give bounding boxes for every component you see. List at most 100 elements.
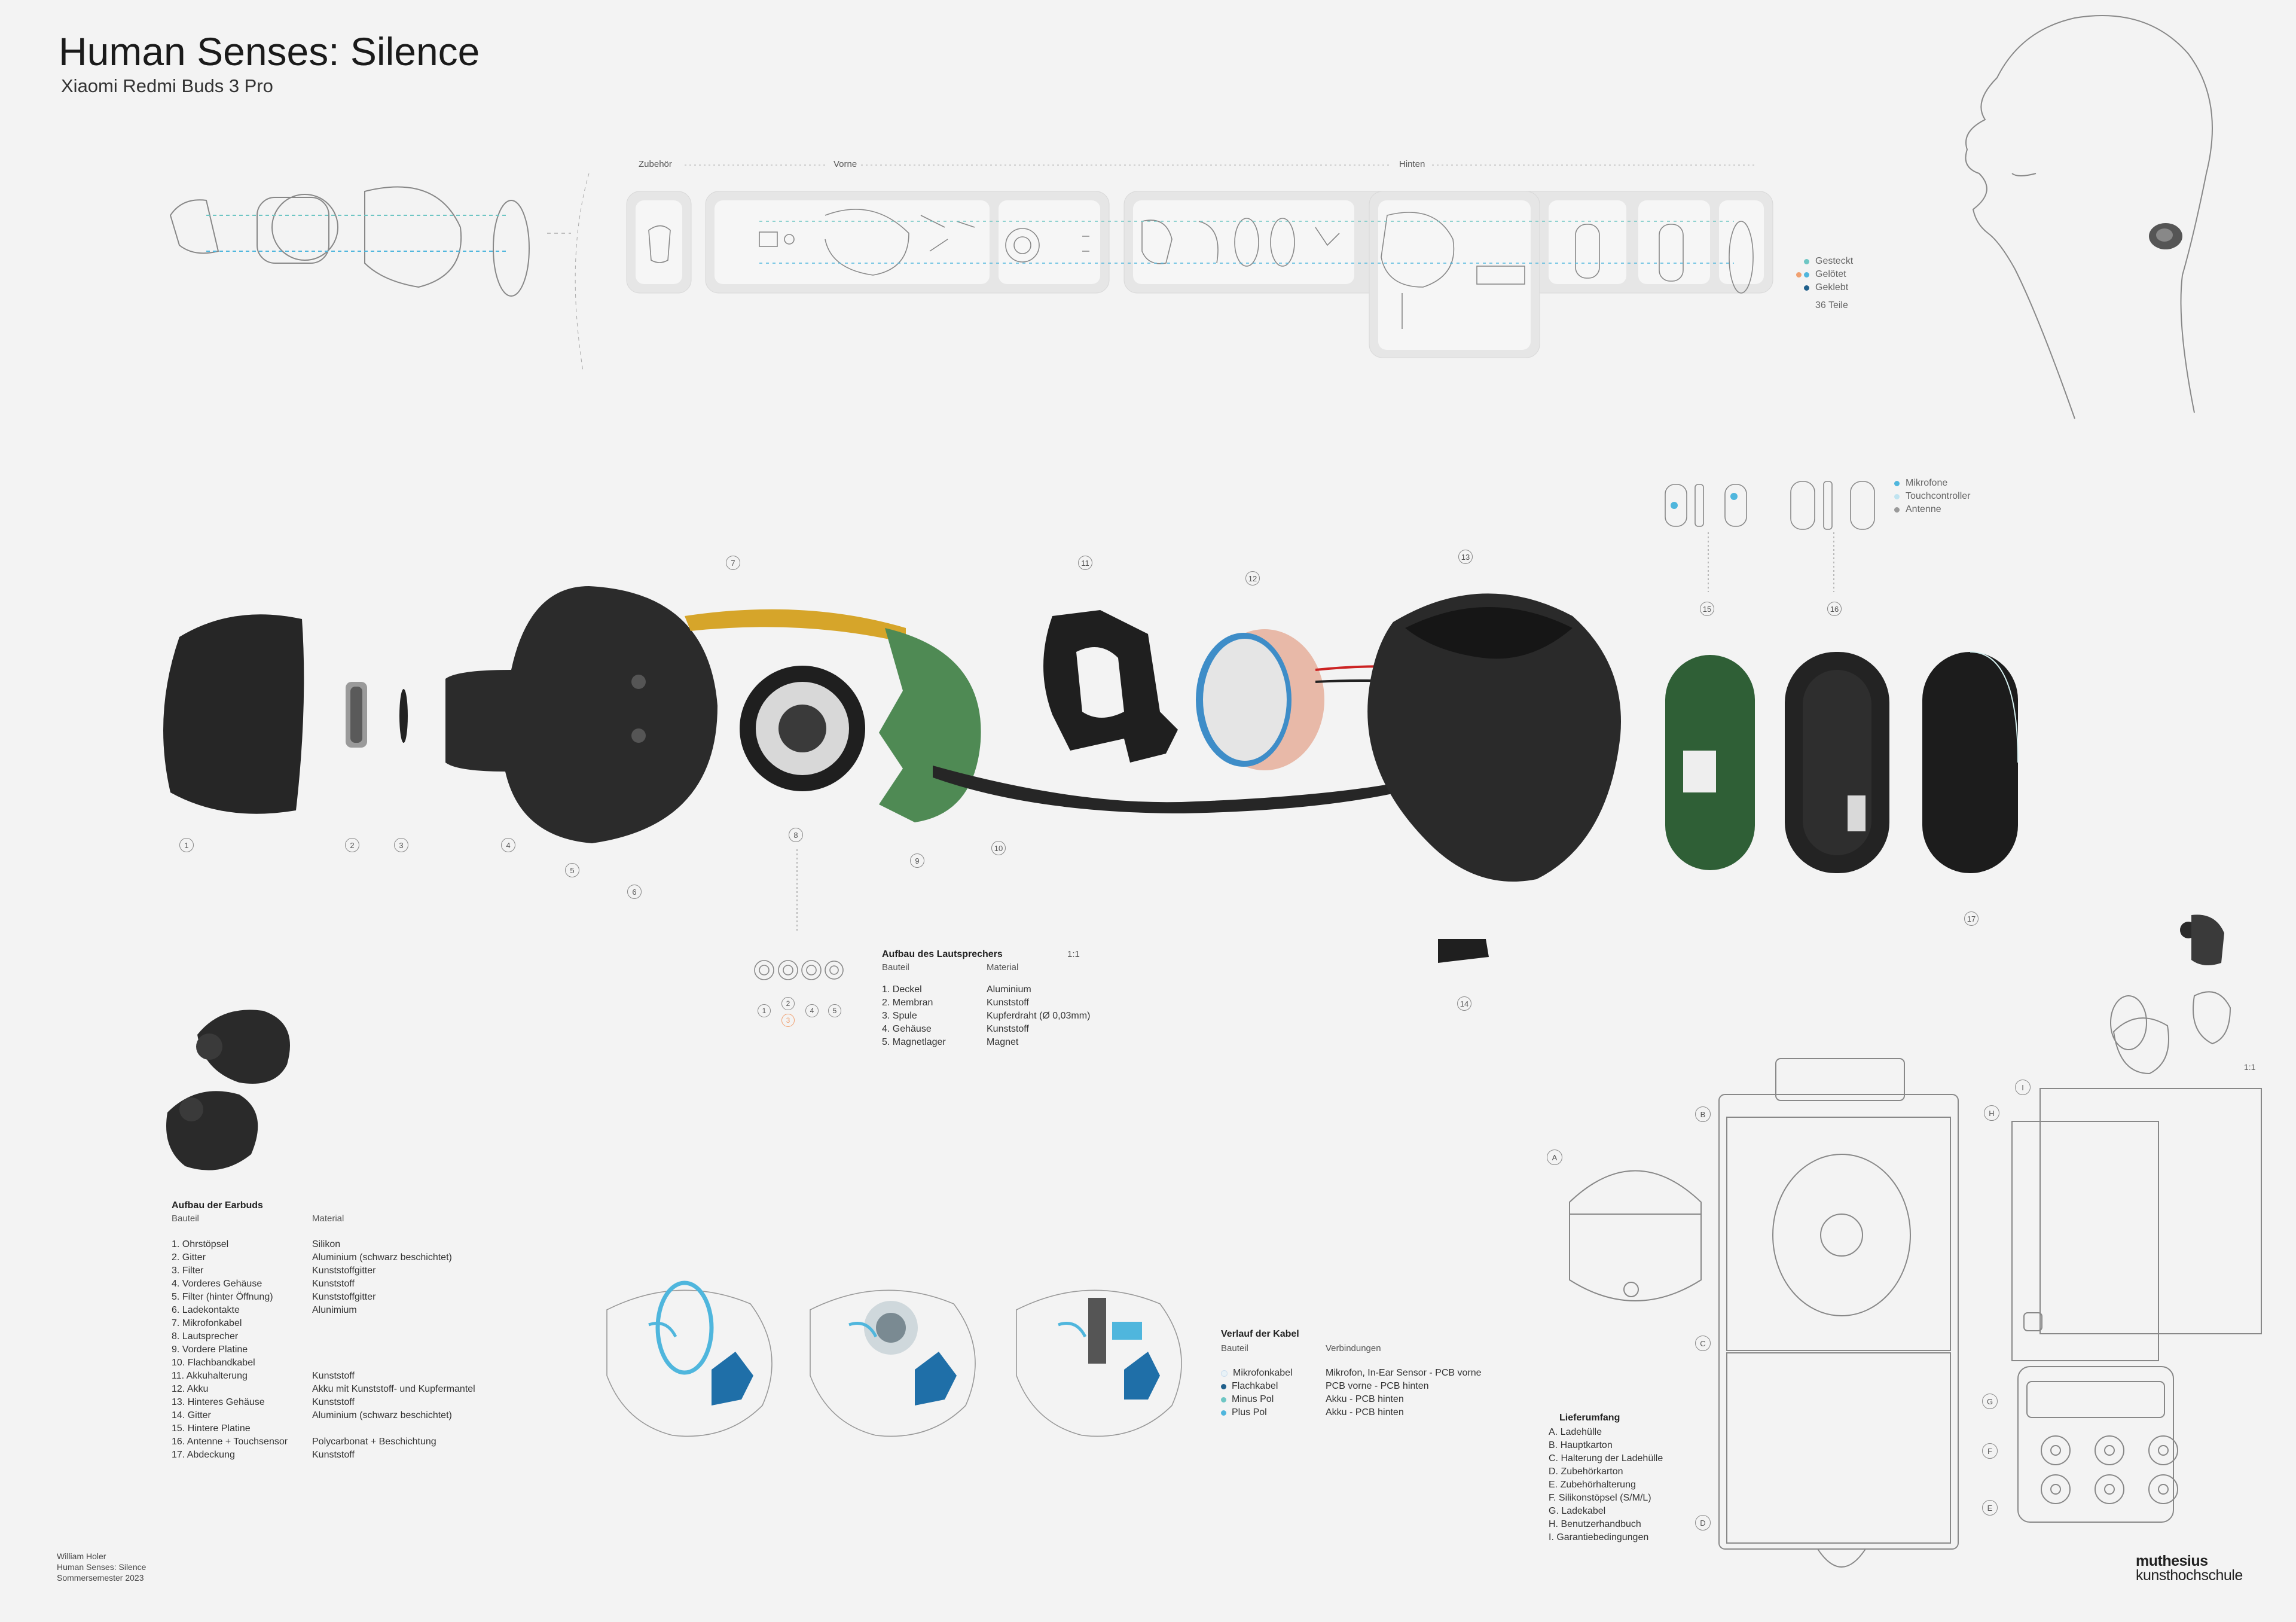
speaker-scale: 1:1	[1067, 949, 1080, 959]
earbud-material: Kunststoff	[312, 1371, 355, 1381]
legend-mikrofone: Mikrofone	[1894, 477, 1971, 490]
part-battery	[1205, 629, 1324, 770]
part-number-2: 2	[345, 838, 359, 852]
earbud-part: 1. Ohrstöpsel	[172, 1239, 229, 1249]
cable-title: Verlauf der Kabel	[1221, 1329, 1299, 1339]
earbud-part: 13. Hinteres Gehäuse	[172, 1397, 265, 1407]
speaker-part: 3. Spule	[882, 1011, 917, 1021]
earbud-material: Alunimium	[312, 1305, 357, 1315]
earbuds-title: Aufbau der Earbuds	[172, 1200, 263, 1211]
earbud-material	[312, 1356, 475, 1370]
delivery-item: B. Hauptkarton	[1549, 1440, 1613, 1450]
earbud-part: 16. Antenne + Touchsensor	[172, 1437, 288, 1447]
earbud-part: 3. Filter	[172, 1266, 204, 1276]
earbud-material: Aluminium (schwarz beschichtet)	[312, 1252, 452, 1263]
earbud-material	[312, 1317, 475, 1330]
legend-geloetet: Gelötet	[1794, 268, 1853, 281]
part-number-12: 12	[1245, 571, 1260, 586]
part-number-6: 6	[627, 885, 642, 899]
part-number-4: 4	[501, 838, 515, 852]
delivery-list: Lieferumfang A. Ladehülle B. Hauptkarton…	[1549, 1413, 1663, 1544]
author-credits: William Holer Human Senses: Silence Somm…	[57, 1551, 146, 1583]
speaker-number-2: 2	[781, 997, 795, 1010]
speaker-part: 5. Magnetlager	[882, 1037, 946, 1047]
speaker-part: 4. Gehäuse	[882, 1024, 932, 1034]
page-title: Human Senses: Silence	[59, 29, 480, 74]
earbud-material: Akku mit Kunststoff- und Kupfermantel	[312, 1384, 475, 1394]
earbud-material	[312, 1343, 475, 1356]
page-subtitle: Xiaomi Redmi Buds 3 Pro	[61, 75, 273, 96]
part-number-5: 5	[565, 863, 579, 877]
speaker-part: 2. Membran	[882, 998, 933, 1008]
cable-conn: Akku - PCB hinten	[1326, 1407, 1404, 1417]
part-number-8: 8	[789, 828, 803, 842]
part-battery-holder	[1043, 610, 1178, 763]
part-rear-housing	[1367, 593, 1621, 882]
legend-touchcontroller: Touchcontroller	[1894, 490, 1971, 503]
label-hinten: Hinten	[1399, 159, 1425, 169]
part-speaker	[740, 666, 865, 791]
earbud-part: 8. Lautsprecher	[172, 1331, 239, 1341]
earbud-part: 4. Vorderes Gehäuse	[172, 1279, 262, 1289]
part-flat-cable	[933, 766, 1423, 813]
speaker-material: Kunststoff	[987, 998, 1029, 1008]
earbud-material: Aluminium (schwarz beschichtet)	[312, 1410, 452, 1420]
earbud-part: 2. Gitter	[172, 1252, 206, 1263]
earbud-material	[312, 1330, 475, 1343]
label-vorne: Vorne	[833, 159, 857, 169]
earbud-material: Kunststoffgitter	[312, 1292, 376, 1302]
label-zubehoer: Zubehör	[639, 159, 672, 169]
box-hinten	[1123, 191, 1773, 294]
delivery-letter-d: D	[1695, 1515, 1711, 1530]
part-grille	[346, 682, 367, 748]
part-number-14: 14	[1457, 996, 1471, 1011]
delivery-letter-i: I	[2015, 1080, 2031, 1095]
part-front-pcb	[879, 628, 981, 822]
delivery-letter-h: H	[1984, 1105, 1999, 1121]
speaker-number-1: 1	[758, 1004, 771, 1017]
delivery-item: A. Ladehülle	[1549, 1427, 1602, 1437]
cable-item-plus-pol: Plus Pol	[1221, 1406, 1326, 1419]
small-scale-label: 1:1	[2244, 1062, 2256, 1072]
part-number-15: 15	[1700, 602, 1714, 616]
earbud-material: Kunststoffgitter	[312, 1266, 376, 1276]
cable-conn: Akku - PCB hinten	[1326, 1394, 1404, 1404]
part-number-10: 10	[991, 841, 1006, 855]
legend-gesteckt: Gesteckt	[1794, 255, 1853, 268]
speaker-table: Aufbau des Lautsprechers 1:1 Bauteil Mat…	[882, 949, 1090, 1049]
speaker-number-3: 3	[781, 1014, 795, 1027]
earbuds-col-material: Material	[312, 1214, 344, 1224]
delivery-item: E. Zubehörhalterung	[1549, 1480, 1636, 1490]
earbud-part: 14. Gitter	[172, 1410, 211, 1420]
delivery-letter-g: G	[1982, 1394, 1998, 1409]
part-rear-grille	[1438, 939, 1489, 963]
cable-item-minus-pol: Minus Pol	[1221, 1393, 1326, 1406]
speaker-material: Kupferdraht (Ø 0,03mm)	[987, 1011, 1091, 1021]
cable-conn: Mikrofon, In-Ear Sensor - PCB vorne	[1326, 1368, 1482, 1378]
part-number-13: 13	[1458, 550, 1473, 564]
speaker-col-material: Material	[987, 962, 1019, 972]
speaker-number-5: 5	[828, 1004, 841, 1017]
part-antenna	[1785, 652, 1889, 873]
connection-legend: Gesteckt Gelötet Geklebt 36 Teile	[1794, 255, 1853, 312]
delivery-item: F. Silikonstöpsel (S/M/L)	[1549, 1493, 1651, 1503]
speaker-part: 1. Deckel	[882, 984, 922, 995]
cable-conn: PCB vorne - PCB hinten	[1326, 1381, 1429, 1391]
delivery-title: Lieferumfang	[1559, 1413, 1620, 1423]
part-number-7: 7	[726, 556, 740, 570]
earbud-part: 17. Abdeckung	[172, 1450, 235, 1460]
component-legend: Mikrofone Touchcontroller Antenne	[1894, 477, 1971, 516]
earbud-material: Kunststoff	[312, 1397, 355, 1407]
earbud-part: 15. Hintere Platine	[172, 1423, 251, 1434]
delivery-letter-b: B	[1695, 1106, 1711, 1122]
part-number-17: 17	[1964, 911, 1979, 926]
box-vorne	[705, 191, 1110, 294]
speaker-col-part: Bauteil	[882, 962, 909, 972]
earbud-part: 5. Filter (hinter Öffnung)	[172, 1292, 273, 1302]
earbud-part: 7. Mikrofonkabel	[172, 1318, 242, 1328]
part-mic-cable	[685, 609, 906, 643]
part-number-16: 16	[1827, 602, 1842, 616]
cable-item-flachkabel: Flachkabel	[1221, 1380, 1326, 1393]
cable-item-mikrofonkabel: Mikrofonkabel	[1221, 1367, 1326, 1380]
earbud-part: 11. Akkuhalterung	[172, 1371, 248, 1381]
